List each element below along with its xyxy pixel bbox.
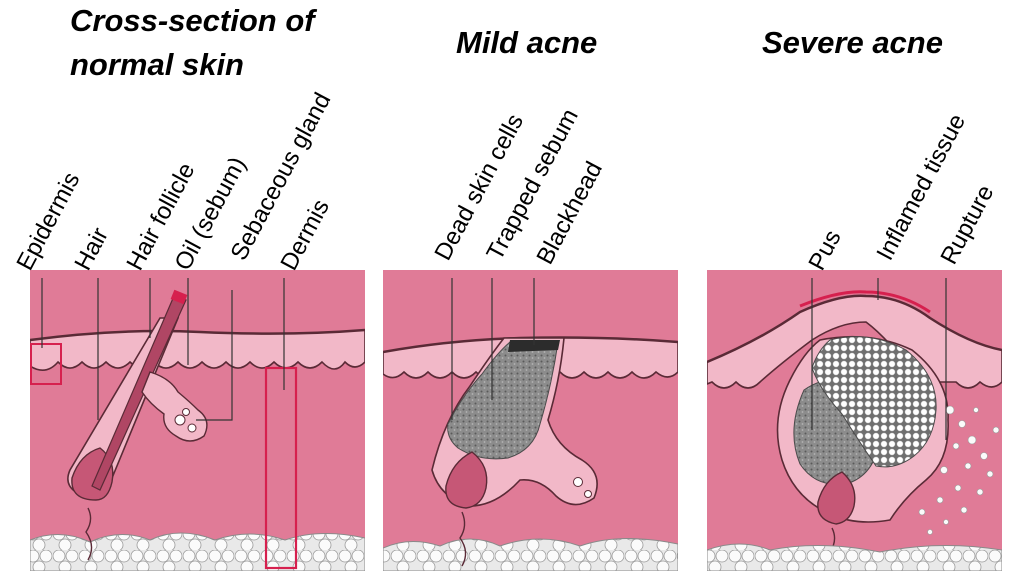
fat-layer-mild — [383, 538, 678, 571]
label-dermis: Dermis — [275, 195, 335, 275]
panel-mild-acne — [383, 270, 678, 571]
panel-normal-skin — [30, 270, 365, 571]
labels: Epidermis Hair Hair follicle Oil (sebum)… — [11, 88, 999, 274]
fat-layer — [30, 533, 365, 571]
panel-severe-acne — [707, 270, 1002, 571]
fat-layer-severe — [707, 544, 1002, 571]
label-pus: Pus — [803, 226, 846, 275]
label-rupture: Rupture — [935, 181, 999, 269]
label-hair: Hair — [69, 223, 114, 275]
epidermis-layer — [30, 330, 365, 370]
